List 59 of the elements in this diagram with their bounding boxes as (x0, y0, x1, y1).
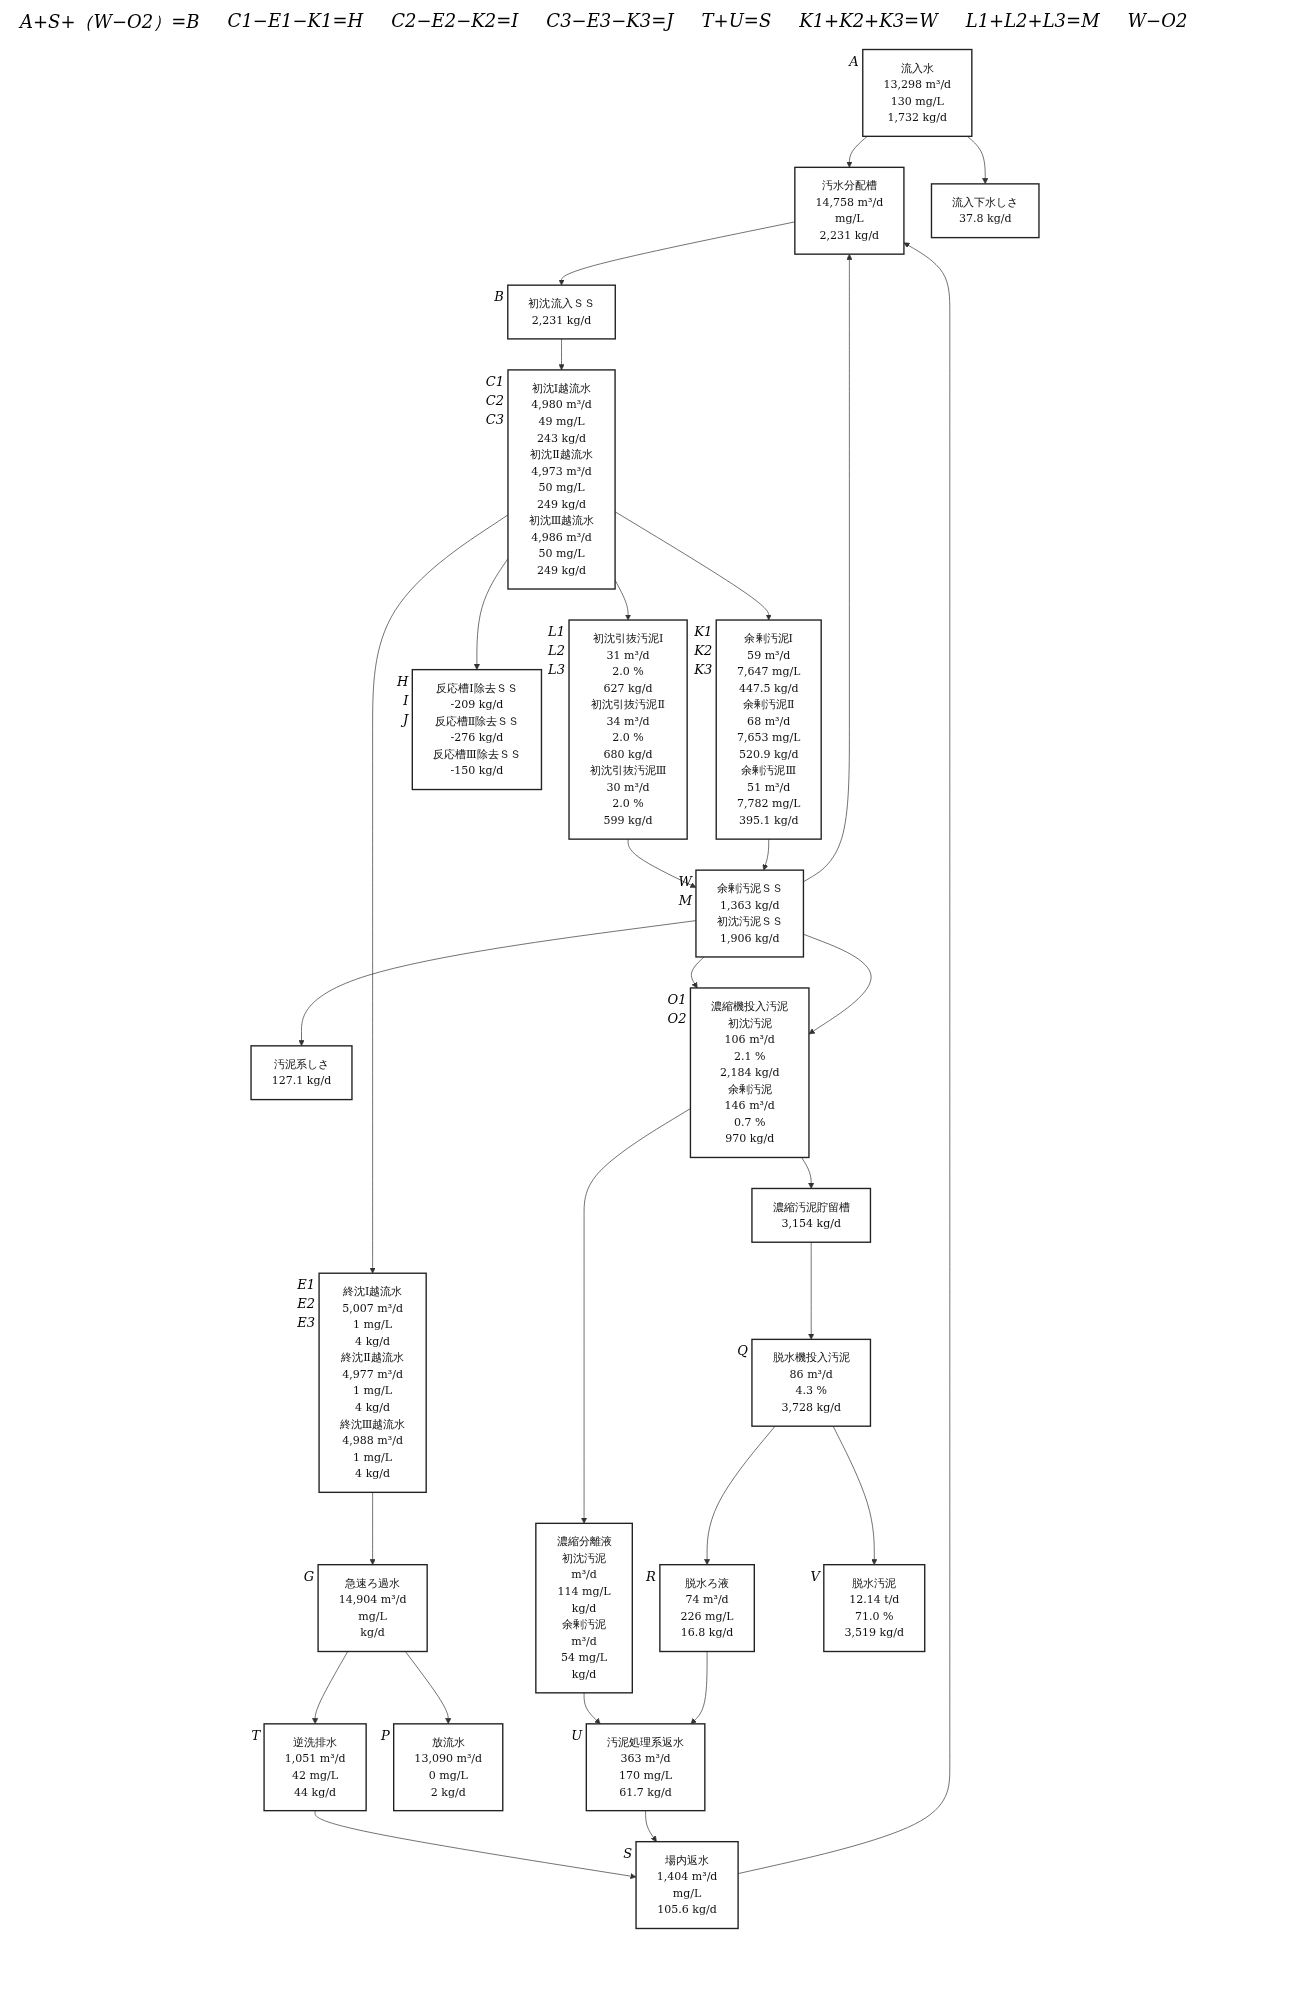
node-box: 反応槽Ⅰ除去ＳＳ -209 kg/d 反応槽Ⅱ除去ＳＳ -276 kg/d 反応槽Ⅲ除去ＳＳ -150 kg/d (411, 668, 543, 791)
row-letter: W (678, 874, 692, 890)
row-letter: T (251, 1727, 261, 1743)
node-box: 放流水 13,090 m³/d 0 mg/L 2 kg/d (393, 1723, 504, 1812)
node-box: 急速ろ過水 14,904 m³/d mg/L kg/d (317, 1564, 428, 1653)
node-box: 汚泥処理系返水 363 m³/d 170 mg/L 61.7 kg/d (585, 1723, 706, 1812)
formula-note: T+U=S (701, 10, 772, 33)
row-letter: C3 (485, 411, 504, 427)
row-letter: E2 (297, 1296, 316, 1312)
row-letter: L2 (548, 643, 565, 658)
row-letter: R (646, 1568, 656, 1584)
row-letter: J (403, 711, 409, 727)
row-letter: G (303, 1568, 315, 1584)
row-letter: K2 (694, 643, 713, 658)
row-letter: E3 (297, 1315, 316, 1331)
node-box: 濃縮分離液 初沈汚泥 m³/d 114 mg/L kg/d 余剰汚泥 m³/d 54 mg/L kg/d (535, 1522, 633, 1694)
row-letter: U (571, 1727, 583, 1743)
node-box: 汚泥系しさ 127.1 kg/d (250, 1045, 353, 1101)
row-letter: C1 (485, 373, 504, 389)
node-box: 場内返水 1,404 m³/d mg/L 105.6 kg/d (635, 1841, 739, 1930)
formula-note: A+S+（W−O2）=B (20, 10, 200, 34)
node-box: 逆洗排水 1,051 m³/d 42 mg/L 44 kg/d (263, 1723, 367, 1812)
row-letter: I (403, 692, 409, 708)
formula-note: L1+L2+L3=M (965, 10, 1100, 33)
row-letter: M (678, 893, 692, 909)
node-box: 余剰汚泥Ⅰ 59 m³/d 7,647 mg/L 447.5 kg/d 余剰汚泥Ⅱ 68 m³/d 7,653 mg/L 520.9 kg/d 余剰汚泥Ⅲ 51 m³/d 7,782 mg/L 395.1 kg/d (715, 619, 822, 840)
row-letter: O2 (667, 1010, 687, 1026)
node-box: 濃縮機投入汚泥 初沈汚泥 106 m³/d 2.1 % 2,184 kg/d 余剰汚泥 146 m³/d 0.7 % 970 kg/d (689, 987, 810, 1159)
formula-note: C3−E3−K3=J (546, 10, 674, 33)
row-letter: E1 (297, 1277, 316, 1293)
row-letter: L3 (548, 662, 565, 677)
node-box: 脱水汚泥 12.14 t/d 71.0 % 3,519 kg/d (823, 1564, 926, 1653)
row-letter: K1 (694, 624, 713, 639)
node-box: 流入水 13,298 m³/d 130 mg/L 1,732 kg/d (862, 48, 973, 137)
formula-note: C1−E1−K1=H (227, 10, 364, 33)
row-letter: O1 (667, 991, 687, 1007)
row-letter: C2 (485, 392, 504, 408)
row-letter: V (810, 1568, 820, 1584)
node-box: 終沈Ⅰ越流水 5,007 m³/d 1 mg/L 4 kg/d 終沈Ⅱ越流水 4,977 m³/d 1 mg/L 4 kg/d 終沈Ⅲ越流水 4,988 m³/d 1 mg/L 4 kg/d (318, 1272, 427, 1493)
node-box: 汚水分配槽 14,758 m³/d mg/L 2,231 kg/d (794, 166, 905, 255)
row-letter: A (849, 53, 859, 69)
node-box: 初沈流入ＳＳ 2,231 kg/d (507, 284, 616, 340)
formula-note: C2−E2−K2=I (391, 10, 519, 33)
formula-note: W−O2 (1127, 10, 1188, 33)
row-letter: B (494, 289, 504, 305)
row-letter: S (623, 1845, 633, 1861)
node-box: 余剰汚泥ＳＳ 1,363 kg/d 初沈汚泥ＳＳ 1,906 kg/d (695, 869, 805, 958)
node-box: 濃縮汚泥貯留槽 3,154 kg/d (751, 1187, 872, 1243)
row-letter: Q (737, 1343, 748, 1359)
node-box: 初沈Ⅰ越流水 4,980 m³/d 49 mg/L 243 kg/d 初沈Ⅱ越流水 4,973 m³/d 50 mg/L 249 kg/d 初沈Ⅲ越流水 4,986 m³/d 50 mg/L 249 kg/d (507, 369, 616, 590)
row-letter: P (380, 1727, 390, 1743)
node-box: 脱水ろ液 74 m³/d 226 mg/L 16.8 kg/d (659, 1564, 755, 1653)
row-letter: H (396, 673, 409, 689)
row-letter: L1 (548, 624, 565, 639)
node-box: 流入下水しさ 37.8 kg/d (930, 183, 1040, 239)
node-box: 初沈引抜汚泥Ⅰ 31 m³/d 2.0 % 627 kg/d 初沈引抜汚泥Ⅱ 34 m³/d 2.0 % 680 kg/d 初沈引抜汚泥Ⅲ 30 m³/d 2.0 % 599 kg/d (568, 619, 688, 840)
row-letter: K3 (694, 662, 713, 677)
formula-note: K1+K2+K3=W (799, 10, 938, 33)
node-box: 脱水機投入汚泥 86 m³/d 4.3 % 3,728 kg/d (751, 1338, 872, 1427)
